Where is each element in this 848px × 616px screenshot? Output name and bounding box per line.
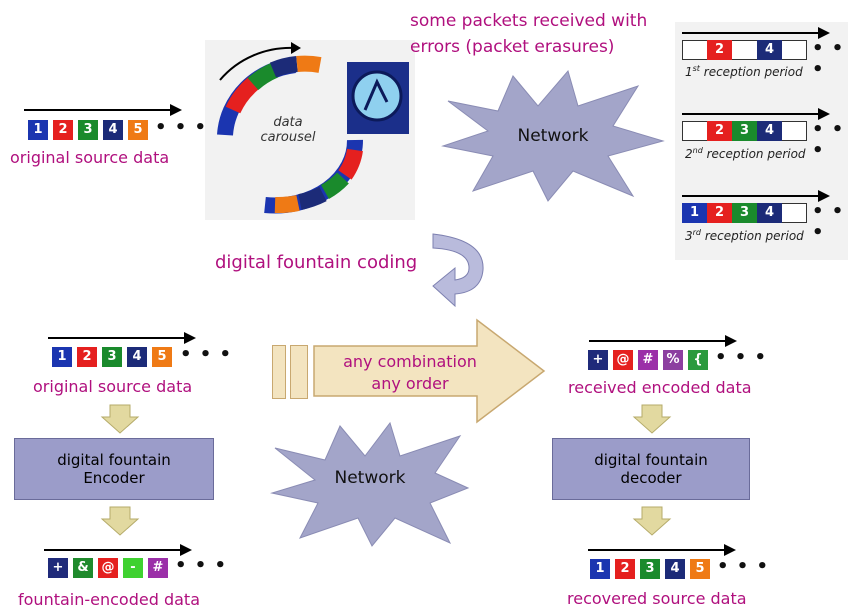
coding-label: digital fountain coding bbox=[215, 252, 418, 273]
recovered-arrow bbox=[588, 544, 736, 556]
arrow-tail-bar bbox=[272, 345, 286, 399]
carousel-label: data carousel bbox=[258, 115, 318, 145]
encoded-label: fountain-encoded data bbox=[18, 590, 200, 609]
period2-packet-2: 2 bbox=[707, 121, 732, 141]
period3-packet-3: 3 bbox=[732, 203, 757, 223]
ellipsis: • • • bbox=[175, 555, 228, 576]
period1-packet-4: 4 bbox=[757, 40, 782, 60]
down-arrow bbox=[100, 506, 140, 536]
packet-4: 4 bbox=[665, 559, 685, 579]
bottom-network-label: Network bbox=[334, 468, 406, 488]
period3-arrow bbox=[682, 190, 830, 202]
received-symbol-at: @ bbox=[613, 350, 633, 370]
received-symbol-plus: + bbox=[588, 350, 608, 370]
packet-3: 3 bbox=[640, 559, 660, 579]
period1-packet-2: 2 bbox=[707, 40, 732, 60]
period2-packet-3: 3 bbox=[732, 121, 757, 141]
period1-arrow bbox=[682, 27, 830, 39]
packet-5: 5 bbox=[128, 120, 148, 140]
ellipsis: • • • bbox=[812, 201, 845, 243]
packet-5: 5 bbox=[152, 347, 172, 367]
packet-2: 2 bbox=[615, 559, 635, 579]
period2-packet-4: 4 bbox=[757, 121, 782, 141]
carousel-line2: carousel bbox=[260, 130, 316, 145]
arrow-tail-bar bbox=[290, 345, 308, 399]
decoder-line1: digital fountain bbox=[594, 451, 708, 469]
carousel-line1: data bbox=[273, 115, 303, 130]
encoder-line2: Encoder bbox=[83, 469, 145, 487]
bottom-network-cloud bbox=[270, 421, 470, 547]
recovered-label: recovered source data bbox=[567, 589, 747, 608]
ellipsis: • • • bbox=[812, 38, 845, 80]
ellipsis: • • • bbox=[180, 344, 233, 365]
bottom-source-arrow bbox=[48, 332, 196, 344]
big-arrow bbox=[313, 318, 546, 424]
packet-1: 1 bbox=[52, 347, 72, 367]
encoded-symbol-at: @ bbox=[98, 558, 118, 578]
encoded-symbol-minus: - bbox=[123, 558, 143, 578]
errors-text: some packets received with errors (packe… bbox=[410, 8, 647, 60]
period2-label: 2nd reception period bbox=[685, 146, 806, 161]
period3-label: 3rd reception period bbox=[685, 228, 804, 243]
encoder-box: digital fountain Encoder bbox=[14, 438, 214, 500]
top-network-cloud bbox=[441, 69, 665, 202]
encoded-symbol-amp: & bbox=[73, 558, 93, 578]
decoder-line2: decoder bbox=[620, 469, 682, 487]
arrow-line2: any order bbox=[371, 374, 449, 393]
encoder-line1: digital fountain bbox=[57, 451, 171, 469]
received-symbol-percent: % bbox=[663, 350, 683, 370]
top-source-arrow bbox=[24, 104, 182, 116]
down-arrow bbox=[632, 506, 672, 536]
ellipsis: • • • bbox=[715, 347, 768, 368]
encoded-symbol-hash: # bbox=[148, 558, 168, 578]
received-symbol-brace: { bbox=[688, 350, 708, 370]
packet-3: 3 bbox=[78, 120, 98, 140]
packet-5: 5 bbox=[690, 559, 710, 579]
bottom-original-label: original source data bbox=[33, 377, 193, 396]
decoder-box: digital fountain decoder bbox=[552, 438, 750, 500]
received-symbol-hash: # bbox=[638, 350, 658, 370]
big-arrow-text: any combination any order bbox=[320, 351, 500, 395]
period3-packet-4: 4 bbox=[757, 203, 782, 223]
down-arrow bbox=[100, 404, 140, 434]
encoded-arrow bbox=[44, 544, 192, 556]
period2-arrow bbox=[682, 108, 830, 120]
packet-3: 3 bbox=[102, 347, 122, 367]
period3-packet-2: 2 bbox=[707, 203, 732, 223]
carousel-graphic bbox=[217, 42, 409, 214]
down-arrow bbox=[632, 404, 672, 434]
period1-label: 1st reception period bbox=[685, 64, 803, 79]
arrow-line1: any combination bbox=[343, 352, 477, 371]
received-label: received encoded data bbox=[568, 378, 752, 397]
encoded-symbol-plus: + bbox=[48, 558, 68, 578]
top-original-label: original source data bbox=[10, 148, 170, 167]
packet-2: 2 bbox=[53, 120, 73, 140]
packet-4: 4 bbox=[127, 347, 147, 367]
received-arrow bbox=[589, 335, 737, 347]
period1-tray bbox=[682, 40, 807, 60]
packet-2: 2 bbox=[77, 347, 97, 367]
errors-line2: errors (packet erasures) bbox=[410, 37, 615, 57]
coding-curved-arrow bbox=[432, 233, 484, 308]
ellipsis: • • • bbox=[155, 117, 208, 138]
packet-1: 1 bbox=[590, 559, 610, 579]
packet-4: 4 bbox=[103, 120, 123, 140]
top-network-label: Network bbox=[517, 126, 589, 146]
packet-1: 1 bbox=[28, 120, 48, 140]
period3-packet-1: 1 bbox=[682, 203, 707, 223]
ellipsis: • • • bbox=[717, 556, 770, 577]
ellipsis: • • • bbox=[812, 119, 845, 161]
errors-line1: some packets received with bbox=[410, 11, 648, 31]
